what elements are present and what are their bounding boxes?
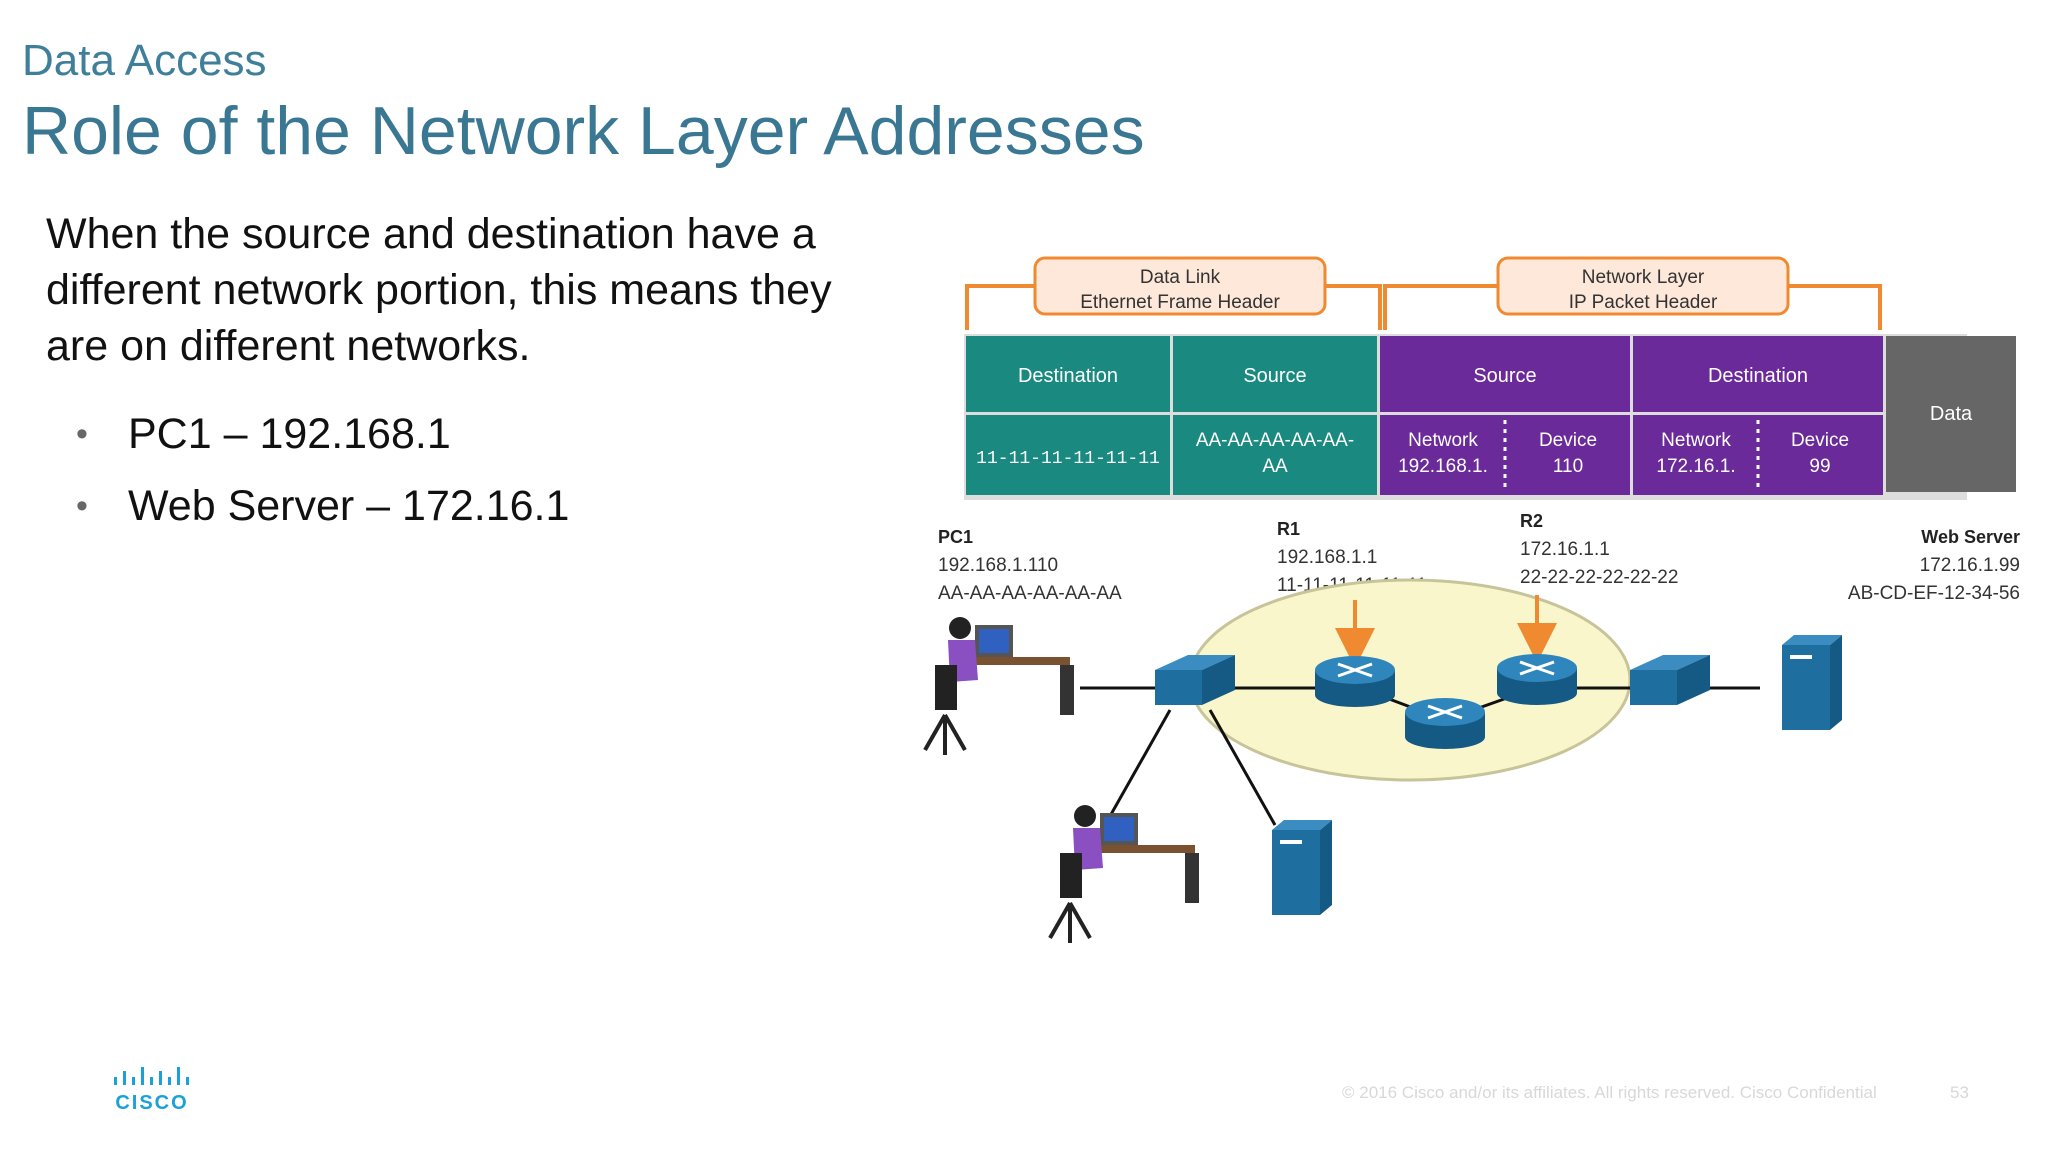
switch-right-icon [1630,655,1710,705]
ip-dest-device-value: 99 [1809,456,1830,477]
ip-dest-network-value: 172.16.1. [1656,456,1735,477]
ip-src-value-cell [1380,415,1630,495]
ip-src-header-cell [1380,336,1630,412]
web-server-mac: AB-CD-EF-12-34-56 [1848,583,2020,604]
footer-copyright: © 2016 Cisco and/or its affiliates. All … [1342,1083,1877,1102]
dl-src-label: Source [1243,365,1306,387]
network-diagram: Data Link Ethernet Frame Header Network … [923,256,2020,943]
network-label-line1: Network Layer [1582,267,1705,288]
web-server-icon [1782,635,1842,730]
dl-dest-label: Destination [1018,365,1118,387]
pc2-workstation-icon [1048,805,1199,943]
dl-dest-value-cell [966,415,1170,495]
section-subtitle: Data Access [22,36,267,85]
local-server-icon [1272,820,1332,915]
dl-src-value-line2: AA [1262,456,1288,477]
datalink-header-box [1033,256,1327,316]
bullet-item: • Web Server – 172.16.1 [76,470,569,542]
switch-left-icon [1155,655,1235,705]
r2-mac: 22-22-22-22-22-22 [1520,567,1678,588]
web-server-ip: 172.16.1.99 [1920,555,2020,576]
bullet-text: Web Server – 172.16.1 [128,482,570,530]
cisco-logo: CISCO [114,1067,189,1114]
pc1-mac: AA-AA-AA-AA-AA-AA [938,583,1122,604]
r2-ip: 172.16.1.1 [1520,539,1610,560]
dl-dest-header-cell [966,336,1170,412]
router-middle-icon [1405,698,1485,749]
ip-dest-label: Destination [1708,365,1808,387]
pc1-ip: 192.168.1.110 [938,555,1058,576]
ip-src-device-value: 110 [1553,456,1583,477]
bullet-list: • PC1 – 192.168.1 • Web Server – 172.16.1 [76,398,569,542]
bullet-dot-icon: • [76,415,88,453]
ip-src-device-label: Device [1539,430,1597,451]
cisco-logo-text: CISCO [115,1092,188,1114]
pc1-name: PC1 [938,527,973,547]
network-links [1080,686,1760,826]
network-label-line2: IP Packet Header [1569,292,1718,313]
slide-title: Role of the Network Layer Addresses [22,93,1145,169]
datalink-label-line2: Ethernet Frame Header [1080,292,1280,313]
frame-table: Destination Source Source Destination Da… [964,334,2016,500]
web-server-name: Web Server [1921,527,2020,547]
pc1-workstation-icon [923,617,1074,755]
dl-src-value-line1: AA-AA-AA-AA-AA- [1196,430,1354,451]
r1-name: R1 [1277,519,1300,539]
dl-src-header-cell [1173,336,1377,412]
bullet-item: • PC1 – 192.168.1 [76,398,569,470]
ip-dest-device-label: Device [1791,430,1849,451]
ip-dest-value-cell [1633,415,1883,495]
router-r1-icon [1315,656,1395,707]
ip-src-label: Source [1473,365,1536,387]
ip-src-network-value: 192.168.1. [1398,456,1488,477]
r1-ip: 192.168.1.1 [1277,547,1377,568]
dl-src-value-cell [1173,415,1377,495]
body-paragraph: When the source and destination have a d… [46,210,832,370]
network-header-box [1496,256,1790,316]
r2-name: R2 [1520,511,1543,531]
data-cell [1886,336,2016,492]
ip-src-network-label: Network [1408,430,1478,451]
page-number: 53 [1950,1083,1969,1102]
dl-dest-value: 11-11-11-11-11-11 [976,449,1160,469]
datalink-label-line1: Data Link [1140,267,1221,288]
ip-dest-network-label: Network [1661,430,1731,451]
bullet-text: PC1 – 192.168.1 [128,410,451,458]
router-r2-icon [1497,654,1577,705]
data-label: Data [1930,403,1973,425]
bullet-dot-icon: • [76,487,88,525]
ip-dest-header-cell [1633,336,1883,412]
